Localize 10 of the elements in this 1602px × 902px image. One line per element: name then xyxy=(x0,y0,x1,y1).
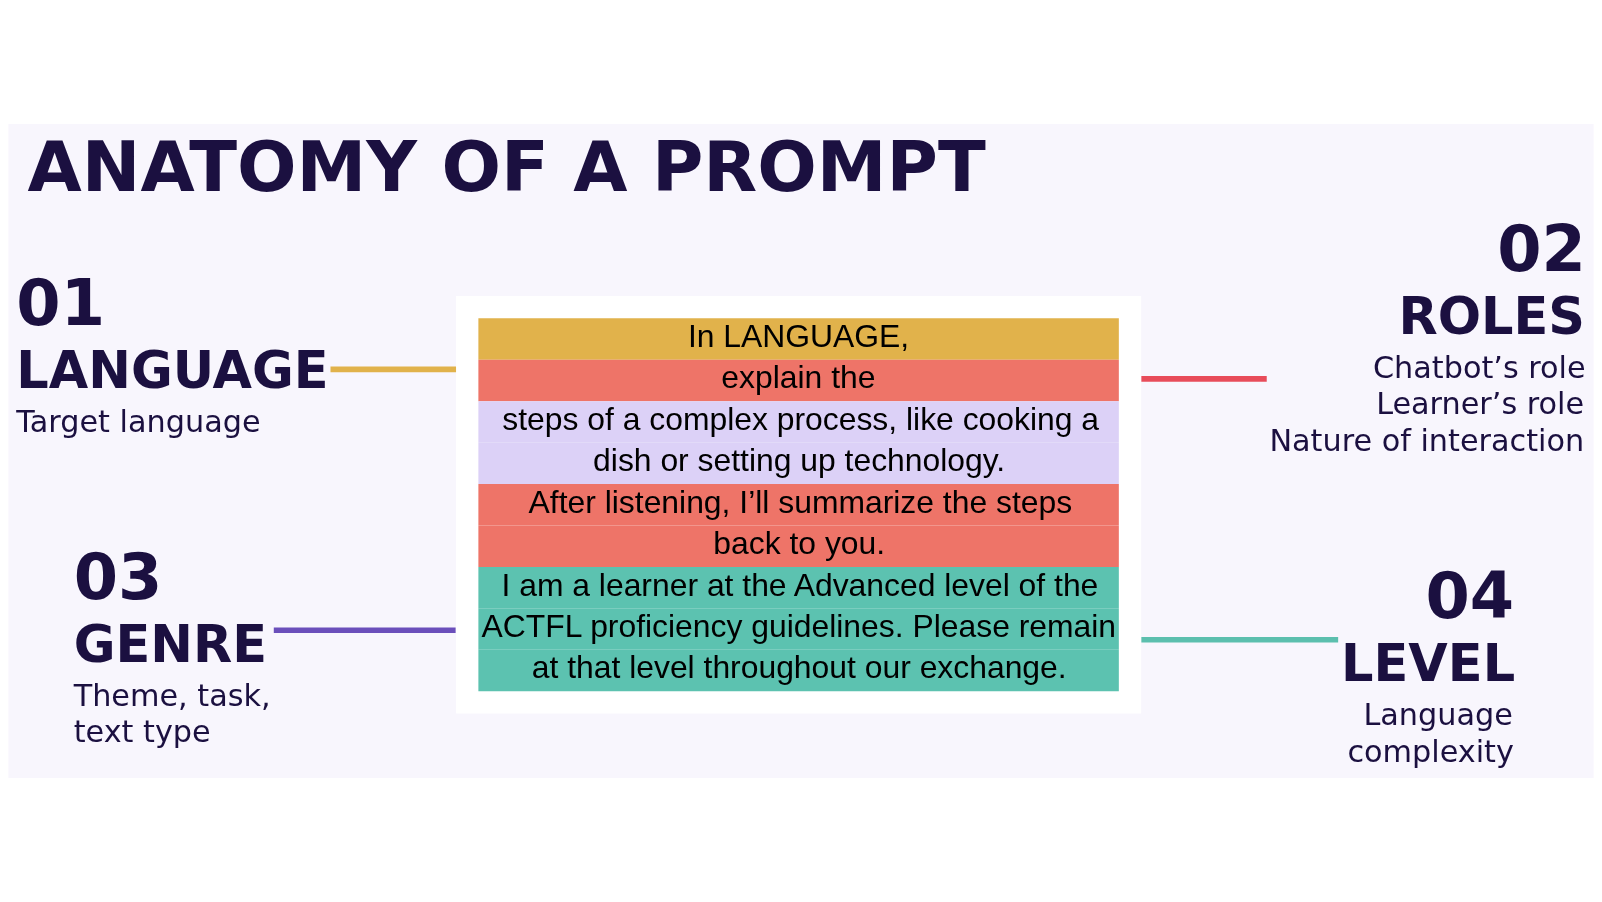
node-text: 02 ROLES Chatbot’s role Learner’s role Nature of interaction xyxy=(1269,211,1586,458)
node-text: 01 LANGUAGE Target language xyxy=(16,265,329,439)
diagram-title: ANATOMY OF A PROMPT xyxy=(27,126,986,209)
connector xyxy=(1141,637,1339,643)
connector xyxy=(273,627,456,633)
connector xyxy=(330,366,457,373)
node-text: 03 GENRE Theme, task, text type xyxy=(73,539,271,750)
node-text: 04 LEVEL Language complexity xyxy=(1341,558,1516,769)
connector xyxy=(1141,376,1267,382)
node-box: In LANGUAGE, explain the steps of a complex process, like cooking a dish or setting up technology. After listening, I’ll summarize the steps back to you. I am a learner at the Advanced level of the ACTFL proficiency guidelines. Please remain at that level throughout our exchange. xyxy=(456,296,1142,714)
